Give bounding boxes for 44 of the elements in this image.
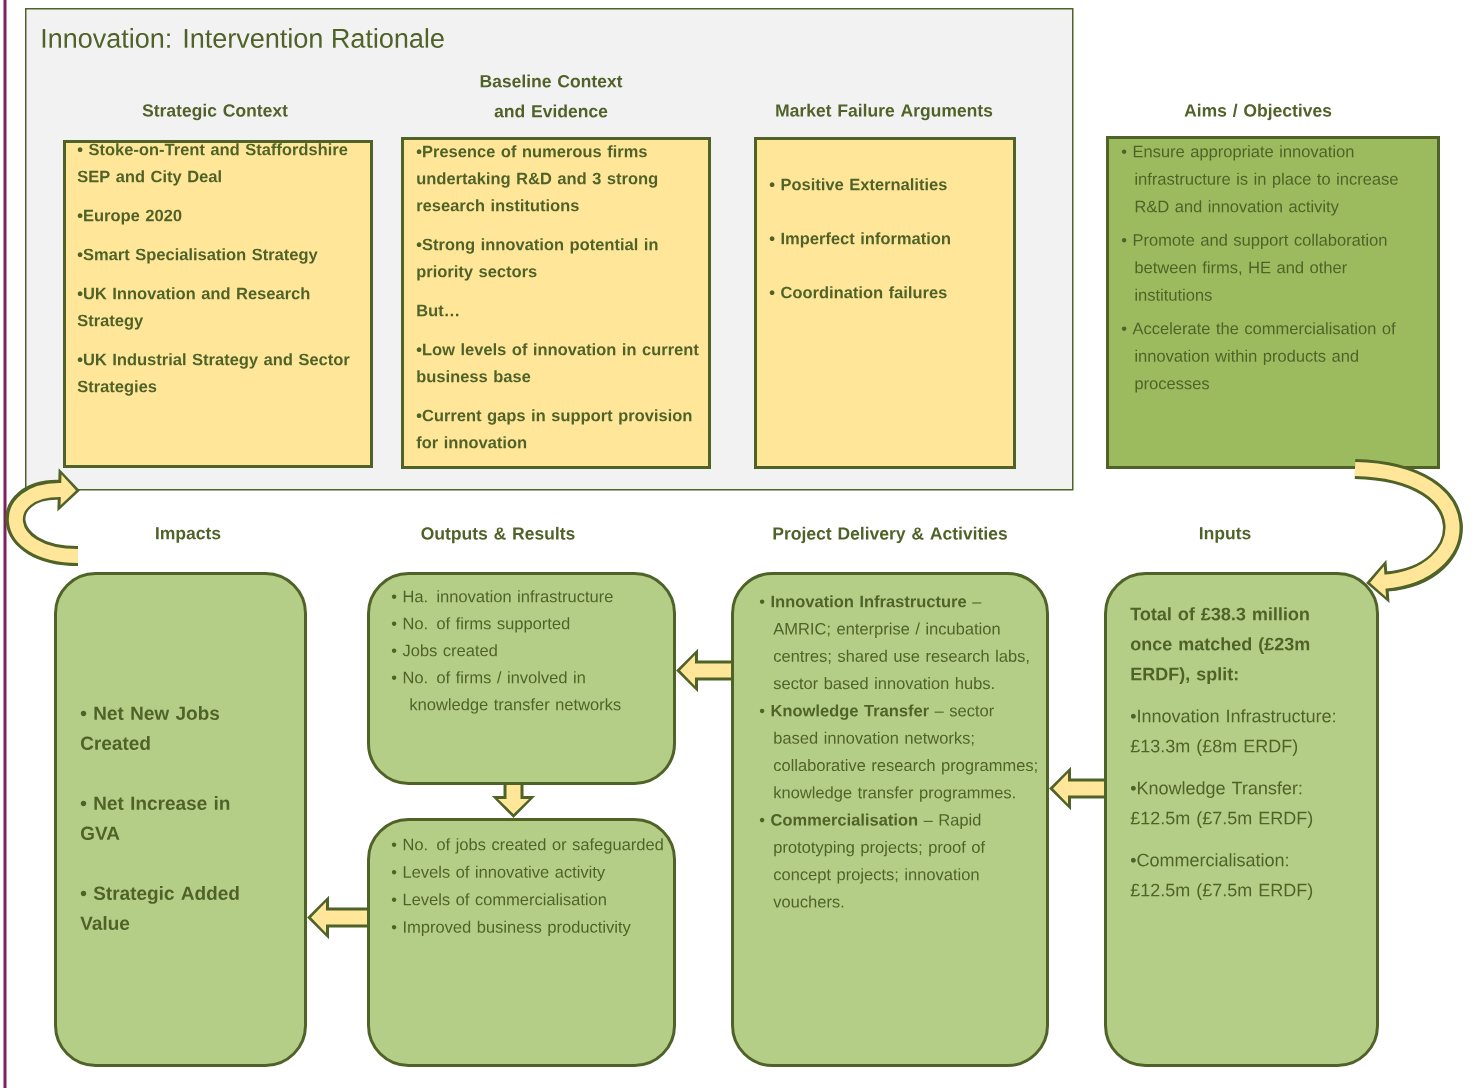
column-heading: Project Delivery & Activities <box>773 526 1007 544</box>
list-item: • Ensure appropriate innovation infrastructure is in place to increase R&D and innovation activity <box>1121 145 1398 216</box>
list-item: •Knowledge Transfer: £12.5m (£7.5m ERDF) <box>1130 781 1313 828</box>
list-item: • Positive Externalities <box>769 178 947 191</box>
list-item: •Innovation Infrastructure: £13.3m (£8m ERDF) <box>1130 709 1335 756</box>
list-item: But… <box>417 304 459 317</box>
column-heading: Outputs & Results <box>421 526 575 544</box>
column-heading: Baseline Context and Evidence <box>480 74 623 118</box>
list-item: • Ha. innovation infrastructure <box>391 590 613 603</box>
list-item: • Levels of commercialisation <box>391 893 606 906</box>
list-item: • Strategic Added Value <box>80 886 239 930</box>
list-item: • Net New Jobs Created <box>80 706 220 750</box>
block-arrow <box>1354 459 1463 603</box>
column-heading: Strategic Context <box>142 103 288 121</box>
list-item: • Innovation Infrastructure – AMRIC; enterprise / incubation centres; shared use research labs, sector based innovation hubs. <box>759 595 1029 690</box>
list-item: •UK Industrial Strategy and Sector Strategies <box>77 353 350 396</box>
list-item: •UK Innovation and Research Strategy <box>77 287 310 330</box>
list-item: • Knowledge Transfer – sector based innovation networks; collaborative research programmes; knowledge transfer programmes. <box>759 704 1037 802</box>
list-item: • Accelerate the commercialisation of innovation within products and processes <box>1121 322 1396 393</box>
list-item: •Presence of numerous firms undertaking R&D and 3 strong research institutions <box>416 145 658 212</box>
list-item: •Europe 2020 <box>77 209 182 225</box>
list-item: • Promote and support collaboration between firms, HE and other institutions <box>1121 233 1387 301</box>
list-item: •Current gaps in support provision for innovation <box>416 409 692 449</box>
list-item: •Strong innovation potential in priority sectors <box>416 238 658 281</box>
list-item: • Improved business productivity <box>391 920 631 937</box>
list-item: • No. of firms / involved in knowledge transfer networks <box>391 671 621 714</box>
list-item: • Coordination failures <box>769 286 947 299</box>
list-item: • Imperfect information <box>769 232 950 248</box>
list-item: • Commercialisation – Rapid prototyping projects; proof of concept projects; innovation vouchers. <box>759 813 986 908</box>
list-item: •Low levels of innovation in current business base <box>416 343 699 383</box>
list-item: •Commercialisation: £12.5m (£7.5m ERDF) <box>1130 853 1313 900</box>
list-item: Total of £38.3 million once matched (£23m ERDF), split: <box>1130 607 1310 684</box>
list-item: •Smart Specialisation Strategy <box>77 248 318 264</box>
list-item: • Net Increase in GVA <box>80 796 230 840</box>
panel-title: Innovation: Intervention Rationale <box>42 28 444 48</box>
list-item: • No. of jobs created or safeguarded <box>391 838 663 854</box>
list-item: • Stoke-on-Trent and Staffordshire SEP and City Deal <box>77 143 348 186</box>
column-heading: Impacts <box>156 527 221 543</box>
list-item: • Levels of innovative activity <box>391 865 606 882</box>
column-heading: Aims / Objectives <box>1184 103 1332 121</box>
column-heading: Inputs <box>1199 527 1251 543</box>
list-item: • No. of firms supported <box>391 617 570 633</box>
list-item: • Jobs created <box>391 644 497 657</box>
column-heading: Market Failure Arguments <box>776 103 993 121</box>
